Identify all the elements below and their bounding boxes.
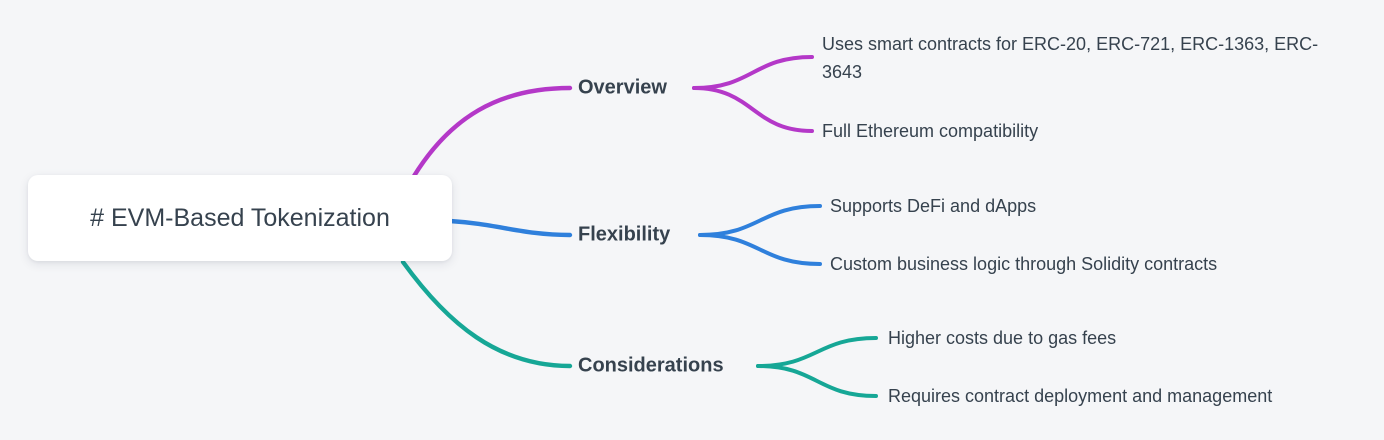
link-considerations-to-child-1 <box>756 336 878 368</box>
leaf-node-considerations-2[interactable]: Requires contract deployment and managem… <box>888 386 1273 406</box>
link-considerations-to-child-2 <box>756 364 878 398</box>
branch-node-considerations[interactable]: Considerations <box>578 354 724 377</box>
branch-node-flexibility[interactable]: Flexibility <box>578 223 671 246</box>
leaf-node-overview-1[interactable]: Uses smart contracts for ERC-20, ERC-721… <box>822 34 1319 82</box>
link-flexibility-to-child-2 <box>698 233 822 266</box>
leaf-node-considerations-1[interactable]: Higher costs due to gas fees <box>888 328 1117 348</box>
link-overview-to-child-2 <box>692 86 814 133</box>
branch-node-overview[interactable]: Overview <box>578 76 667 99</box>
link-root-to-overview <box>411 85 573 179</box>
leaf-node-overview-2[interactable]: Full Ethereum compatibility <box>822 121 1039 141</box>
root-node[interactable]: # EVM-Based Tokenization <box>28 175 452 261</box>
link-root-to-considerations <box>400 259 573 369</box>
link-flexibility-to-child-1 <box>698 204 822 237</box>
leaf-node-flexibility-2[interactable]: Custom business logic through Solidity c… <box>830 254 1218 274</box>
root-node-label: # EVM-Based Tokenization <box>90 203 390 232</box>
leaf-node-flexibility-1[interactable]: Supports DeFi and dApps <box>830 196 1037 216</box>
link-overview-to-child-1 <box>692 55 814 90</box>
link-root-to-flexibility <box>447 218 573 238</box>
